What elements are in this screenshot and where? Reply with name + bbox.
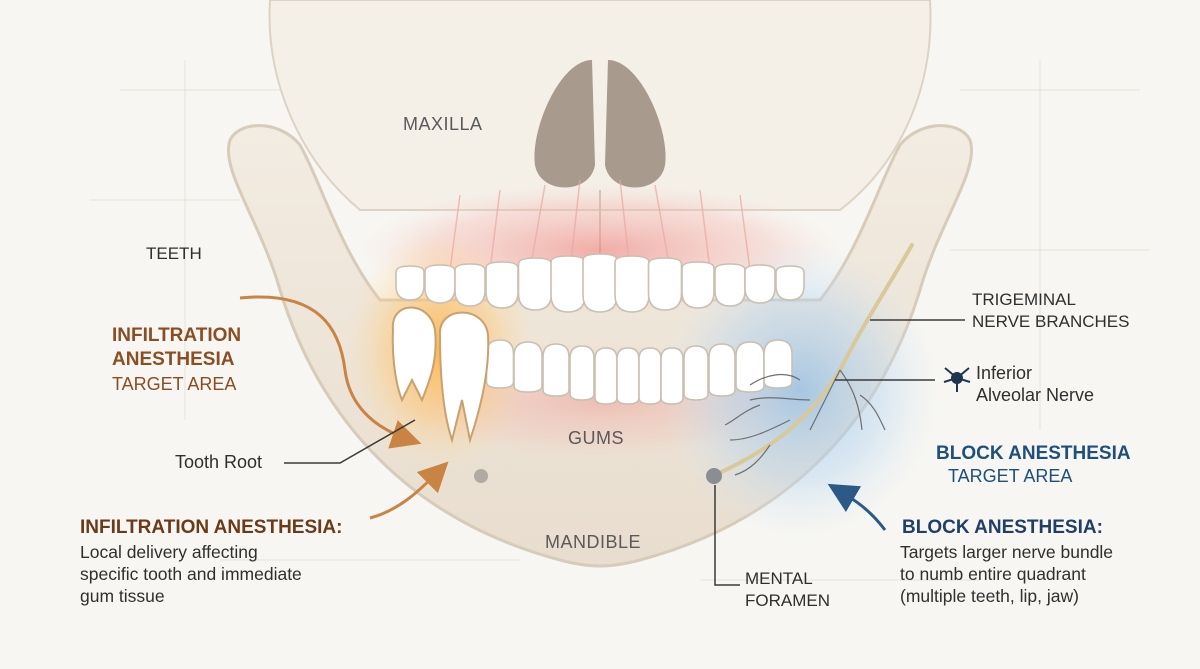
upper-tooth <box>582 253 618 313</box>
lower-tooth <box>569 345 595 401</box>
infiltration-desc-title: INFILTRATION ANESTHESIA: <box>80 517 343 538</box>
background-grid <box>90 60 1150 581</box>
lower-tooth <box>683 345 709 401</box>
block-desc-line: to numb entire quadrant <box>900 563 1086 584</box>
label-tooth-root: Tooth Root <box>175 452 263 472</box>
upper-tooth <box>775 265 805 301</box>
label-maxilla: MAXILLA <box>403 114 483 134</box>
nasal-left <box>534 60 595 188</box>
skull <box>268 0 932 211</box>
infiltration-subtitle: TARGET AREA <box>112 374 237 394</box>
upper-tooth <box>714 263 746 307</box>
lower-tooth <box>594 347 618 405</box>
lower-tooth <box>763 339 793 389</box>
upper-tooth <box>395 265 425 301</box>
upper-teeth <box>395 253 805 313</box>
label-mandible: MANDIBLE <box>545 532 642 552</box>
label-trigeminal-line1: TRIGEMINAL <box>972 290 1076 309</box>
lower-tooth <box>485 339 515 389</box>
lower-tooth <box>735 341 765 393</box>
upper-tooth <box>647 257 683 311</box>
block-desc: Targets larger nerve bundle to numb enti… <box>900 542 1113 608</box>
upper-tooth <box>744 264 776 304</box>
infiltration-desc-line: Local delivery affecting <box>80 542 258 562</box>
infiltration-desc: Local delivery affecting specific tooth … <box>80 542 302 608</box>
lower-tooth <box>513 341 543 393</box>
block-arrow <box>827 483 887 531</box>
nasal-right <box>605 60 666 188</box>
infiltration-arrow-lower <box>369 461 449 520</box>
label-mental-line1: MENTAL <box>745 569 813 588</box>
neuron-icon <box>943 367 971 392</box>
infiltration-title-line2: ANESTHESIA <box>112 349 235 370</box>
upper-tooth <box>424 264 456 304</box>
label-gums: GUMS <box>568 428 624 448</box>
label-teeth: TEETH <box>146 244 202 263</box>
lower-tooth <box>708 343 736 397</box>
upper-tooth <box>550 255 586 313</box>
upper-tooth <box>614 255 650 313</box>
label-inferior-line2: Alveolar Nerve <box>976 385 1095 405</box>
block-title: BLOCK ANESTHESIA <box>936 443 1131 464</box>
block-desc-title: BLOCK ANESTHESIA: <box>902 517 1103 538</box>
highlighted-molars <box>391 306 490 444</box>
label-trigeminal-line2: NERVE BRANCHES <box>972 312 1130 331</box>
infiltration-desc-line: specific tooth and immediate <box>80 563 302 584</box>
block-subtitle: TARGET AREA <box>948 466 1073 486</box>
lower-tooth <box>616 347 640 405</box>
infiltration-title-line1: INFILTRATION <box>112 325 242 346</box>
mental-foramen <box>706 468 722 484</box>
upper-tooth <box>681 261 715 309</box>
trigeminal-nerve-branches <box>724 369 886 476</box>
upper-tooth <box>485 261 519 309</box>
block-desc-line: (multiple teeth, lip, jaw) <box>900 585 1079 606</box>
infiltration-desc-line: gum tissue <box>80 585 165 606</box>
block-desc-line: Targets larger nerve bundle <box>900 542 1114 562</box>
label-mental-line2: FORAMEN <box>745 591 830 610</box>
mental-foramen-opposite <box>474 469 488 483</box>
lower-tooth <box>542 343 570 397</box>
infiltration-arrow-upper <box>239 295 422 449</box>
label-inferior-line1: Inferior <box>976 363 1033 383</box>
upper-tooth <box>454 263 486 307</box>
lower-tooth <box>638 347 662 405</box>
leader-lines <box>284 319 965 586</box>
upper-tooth <box>517 257 553 311</box>
lower-tooth <box>660 347 684 405</box>
